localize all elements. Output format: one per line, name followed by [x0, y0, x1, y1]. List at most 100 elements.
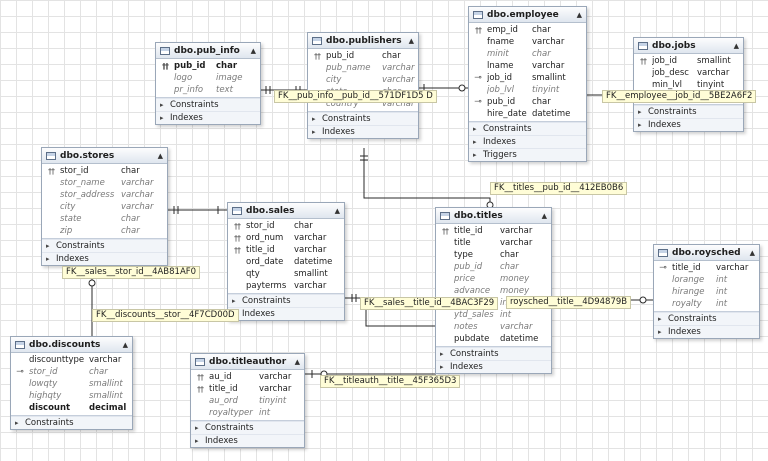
section-constraints[interactable]: ▸Constraints — [634, 105, 743, 118]
section-indexes[interactable]: ▸Indexes — [156, 111, 260, 124]
table-header-titleauthor[interactable]: dbo.titleauthor▲ — [191, 354, 304, 370]
section-constraints[interactable]: ▸Constraints — [42, 239, 167, 252]
section-triggers[interactable]: ▸Triggers — [469, 148, 586, 161]
collapse-caret-icon[interactable]: ▲ — [334, 206, 340, 215]
collapse-caret-icon[interactable]: ▲ — [157, 151, 163, 160]
section-indexes[interactable]: ▸Indexes — [228, 307, 344, 320]
table-header-sales[interactable]: dbo.sales▲ — [228, 203, 344, 219]
collapse-caret-icon[interactable]: ▲ — [541, 211, 547, 220]
table-header-jobs[interactable]: dbo.jobs▲ — [634, 38, 743, 54]
collapse-caret-icon[interactable]: ▲ — [122, 340, 128, 349]
section-constraints[interactable]: ▸Constraints — [469, 122, 586, 135]
table-header-discounts[interactable]: dbo.discounts▲ — [11, 337, 132, 353]
collapse-caret-icon[interactable]: ▲ — [408, 36, 414, 45]
rel-line-sales-titles[interactable] — [344, 297, 436, 327]
table-header-employee[interactable]: dbo.employee▲ — [469, 7, 586, 23]
section-constraints[interactable]: ▸Constraints — [308, 112, 418, 125]
section-indexes[interactable]: ▸Indexes — [634, 118, 743, 131]
collapse-caret-icon[interactable]: ▲ — [733, 41, 739, 50]
section-constraints[interactable]: ▸Constraints — [228, 294, 344, 307]
collapse-caret-icon[interactable]: ▲ — [749, 248, 755, 257]
section-indexes[interactable]: ▸Indexes — [42, 252, 167, 265]
section-constraints[interactable]: ▸Constraints — [436, 347, 551, 360]
section-constraints[interactable]: ▸Constraints — [11, 416, 132, 429]
section-constraints[interactable]: ▸Constraints — [654, 312, 759, 325]
table-header-pub-info[interactable]: dbo.pub_info▲ — [156, 43, 260, 59]
section-constraints[interactable]: ▸Constraints — [156, 98, 260, 111]
section-indexes[interactable]: ▸Indexes — [654, 325, 759, 338]
section-constraints[interactable]: ▸Constraints — [191, 421, 304, 434]
table-header-stores[interactable]: dbo.stores▲ — [42, 148, 167, 164]
section-indexes[interactable]: ▸Indexes — [308, 125, 418, 138]
collapse-caret-icon[interactable]: ▲ — [576, 10, 582, 19]
section-indexes[interactable]: ▸Indexes — [191, 434, 304, 447]
section-indexes[interactable]: ▸Indexes — [436, 360, 551, 373]
collapse-caret-icon[interactable]: ▲ — [250, 46, 256, 55]
collapse-caret-icon[interactable]: ▲ — [294, 357, 300, 366]
table-header-roysched[interactable]: dbo.roysched▲ — [654, 245, 759, 261]
table-header-publishers[interactable]: dbo.publishers▲ — [308, 33, 418, 49]
section-indexes[interactable]: ▸Indexes — [469, 135, 586, 148]
table-header-titles[interactable]: dbo.titles▲ — [436, 208, 551, 224]
